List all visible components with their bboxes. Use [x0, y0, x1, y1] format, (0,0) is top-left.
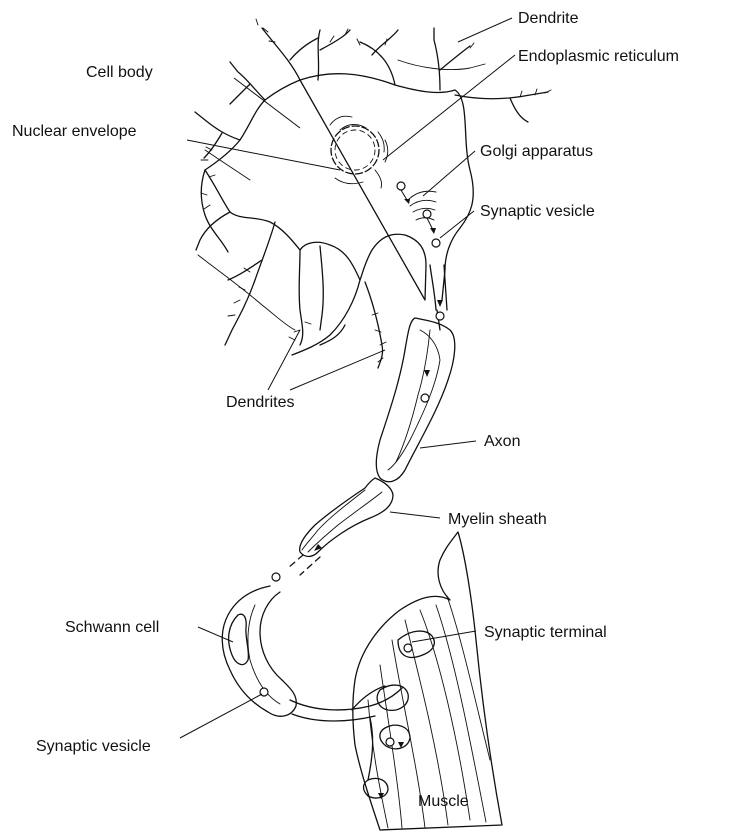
label-schwann-cell: Schwann cell [65, 619, 159, 636]
label-axon: Axon [484, 433, 520, 450]
label-synaptic-vesicle-top: Synaptic vesicle [480, 203, 595, 220]
diagram-labels: Dendrite Endoplasmic reticulum Cell body… [12, 10, 679, 810]
label-synaptic-terminal: Synaptic terminal [484, 624, 607, 641]
label-dendrites: Dendrites [226, 394, 294, 411]
nucleus-drawing [331, 126, 379, 174]
label-endoplasmic-reticulum: Endoplasmic reticulum [518, 48, 679, 65]
label-muscle: Muscle [418, 793, 469, 810]
golgi-apparatus-drawing [408, 191, 436, 220]
label-nuclear-envelope: Nuclear envelope [12, 123, 137, 140]
label-dendrite: Dendrite [518, 10, 579, 27]
label-golgi-apparatus: Golgi apparatus [480, 143, 593, 160]
dendrite-branches [195, 19, 551, 368]
muscle-drawing [352, 532, 502, 830]
label-synaptic-vesicle-bottom: Synaptic vesicle [36, 738, 151, 755]
label-cell-body: Cell body [86, 64, 153, 81]
label-myelin-sheath: Myelin sheath [448, 511, 547, 528]
